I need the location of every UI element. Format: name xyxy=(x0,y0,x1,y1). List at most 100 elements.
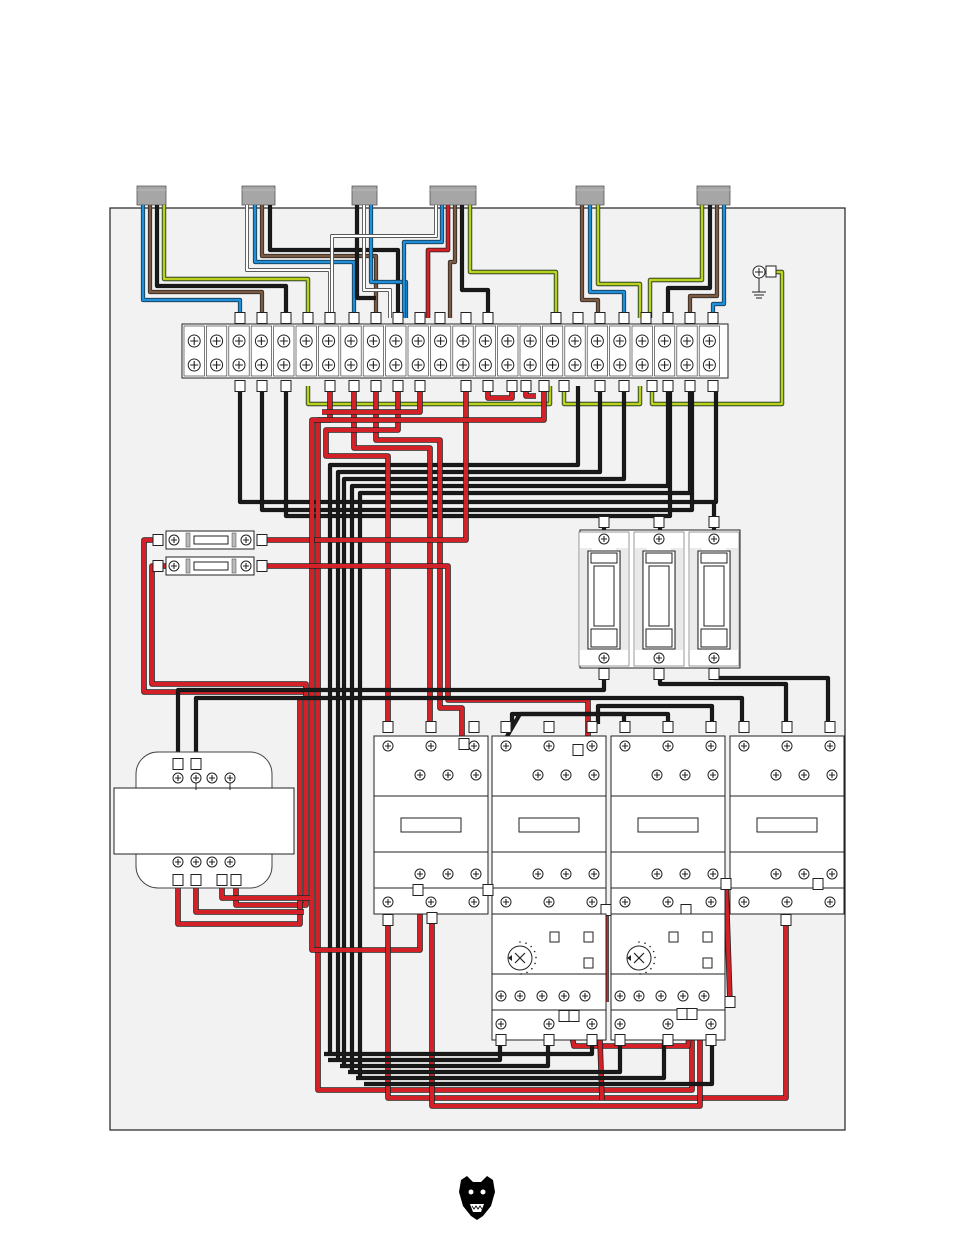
wire-tag xyxy=(349,313,359,324)
overload-relays xyxy=(492,914,735,1046)
wire-tag xyxy=(435,313,445,324)
wire-tag xyxy=(383,915,393,926)
wire-tag xyxy=(235,313,245,324)
wire-tag xyxy=(383,722,393,733)
wire-tag xyxy=(496,1035,506,1046)
fuse-clip xyxy=(232,559,236,573)
wire-tag xyxy=(217,875,227,886)
wire-tag xyxy=(539,381,549,392)
wire-tag xyxy=(231,875,241,886)
wire-tag xyxy=(559,1011,569,1022)
wire-tag xyxy=(153,561,163,572)
fuse-clip xyxy=(232,533,236,547)
dial-tick xyxy=(649,946,651,948)
cable-gland xyxy=(576,186,604,205)
wire-tag xyxy=(654,669,664,680)
wire-tag xyxy=(641,313,651,324)
fuse-cartridge xyxy=(194,536,228,544)
wire-tag xyxy=(371,313,381,324)
fuse-cap xyxy=(701,553,727,563)
wire-tag xyxy=(281,313,291,324)
wire-tag xyxy=(559,381,569,392)
wire-tag xyxy=(685,381,695,392)
wire-tag xyxy=(587,722,597,733)
wire-tag xyxy=(281,381,291,392)
wire-tag xyxy=(191,875,201,886)
fuse-cartridge xyxy=(194,562,228,570)
dial-tick xyxy=(534,963,536,965)
wire-tag xyxy=(647,381,657,392)
cable-gland xyxy=(137,186,166,205)
fuse-cartridge xyxy=(704,566,724,626)
wire-tag xyxy=(257,535,267,546)
wire xyxy=(726,884,730,1002)
fuse-cap xyxy=(646,629,672,647)
fuse-cartridge xyxy=(594,566,614,626)
wire-tag xyxy=(544,1035,554,1046)
cable-gland xyxy=(242,186,275,205)
wire-tag xyxy=(257,381,267,392)
wire-tag xyxy=(461,313,471,324)
wire-tag xyxy=(173,759,183,770)
wire-tag xyxy=(706,1035,716,1046)
wire-tag xyxy=(595,381,605,392)
fuse-cap xyxy=(646,553,672,563)
fuse-cap xyxy=(591,629,617,647)
dial-tick xyxy=(534,951,536,953)
wire-tag xyxy=(153,535,163,546)
wire-tag xyxy=(501,722,511,733)
fuse-clip xyxy=(186,533,190,547)
wire-tag xyxy=(654,517,664,528)
contactor-label-window xyxy=(638,818,698,832)
wire-tag xyxy=(235,381,245,392)
wire-tag xyxy=(620,722,630,733)
wire-tag xyxy=(573,745,583,756)
fuse-cap xyxy=(591,553,617,563)
wire-tag xyxy=(349,381,359,392)
wire-tag xyxy=(393,381,403,392)
main-fuse-holders xyxy=(579,517,740,680)
wire-tag xyxy=(507,381,517,392)
dial-tick xyxy=(526,972,528,974)
wire-tag xyxy=(599,669,609,680)
wire-tag xyxy=(706,722,716,733)
wire-tag xyxy=(595,313,605,324)
wire-tag xyxy=(544,722,554,733)
dial-tick xyxy=(519,941,521,943)
wire-tag xyxy=(825,722,835,733)
wire-tag xyxy=(615,1035,625,1046)
dial-tick xyxy=(535,957,537,959)
dial-tick xyxy=(644,942,646,944)
wire-tag xyxy=(469,722,479,733)
contactor-label-window xyxy=(519,818,579,832)
wire-tag xyxy=(663,313,673,324)
dial-tick xyxy=(653,951,655,953)
overload-button xyxy=(584,958,593,968)
wire-tag xyxy=(415,381,425,392)
contactor xyxy=(730,722,844,915)
wire-tag xyxy=(427,913,437,924)
wire-tag xyxy=(173,875,183,886)
dial-tick xyxy=(525,942,527,944)
wire-tag xyxy=(483,381,493,392)
wire-tag xyxy=(708,381,718,392)
dial-tick xyxy=(638,941,640,943)
cable-gland xyxy=(430,186,476,205)
fuse-cartridge xyxy=(649,566,669,626)
wire-tag xyxy=(459,739,469,750)
wire-tag xyxy=(721,879,731,890)
ground-wire-tag xyxy=(766,266,776,277)
wire-tag xyxy=(663,381,673,392)
overload-relay xyxy=(611,914,725,1046)
wire-tag xyxy=(739,722,749,733)
wire-tag xyxy=(685,313,695,324)
wire-tag xyxy=(413,885,423,896)
wire-tag xyxy=(619,381,629,392)
wire-tag xyxy=(709,669,719,680)
dial-tick xyxy=(653,963,655,965)
contactor xyxy=(611,722,725,915)
wire-tag xyxy=(371,381,381,392)
wire-tag xyxy=(619,313,629,324)
wire-tag xyxy=(599,517,609,528)
